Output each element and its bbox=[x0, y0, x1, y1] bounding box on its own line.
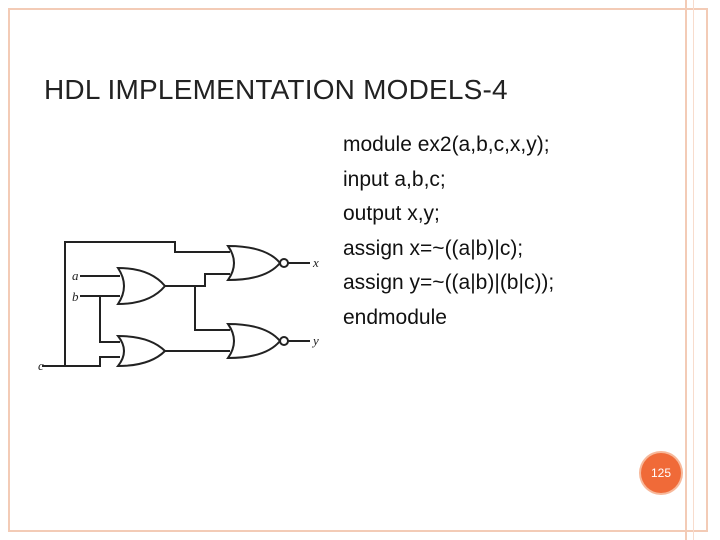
output-label-y: y bbox=[311, 333, 319, 348]
wire-c-to-nor-x bbox=[64, 241, 230, 366]
input-label-b: b bbox=[72, 289, 79, 304]
code-line: assign x=~((a|b)|c); bbox=[343, 236, 524, 260]
decorative-rule bbox=[693, 0, 694, 540]
code-line: output x,y; bbox=[343, 202, 440, 226]
slide-title: HDL IMPLEMENTATION MODELS-4 bbox=[44, 74, 508, 105]
input-label-c: c bbox=[38, 358, 44, 373]
or-gate-2 bbox=[115, 334, 167, 368]
code-line: input a,b,c; bbox=[343, 167, 446, 191]
decorative-rule bbox=[685, 0, 687, 540]
nor-gate-y bbox=[226, 322, 282, 360]
output-label-x: x bbox=[312, 255, 319, 270]
wire-c bbox=[42, 356, 120, 367]
code-line: endmodule bbox=[343, 305, 447, 329]
wire-or1-to-nor-y bbox=[194, 286, 230, 331]
code-block: module ex2(a,b,c,x,y); input a,b,c; outp… bbox=[343, 128, 554, 336]
page-number-badge: 125 bbox=[641, 453, 681, 493]
wire-b-to-or2 bbox=[99, 296, 120, 343]
logic-circuit-diagram: a b c x y bbox=[38, 241, 319, 373]
or-gate-1 bbox=[116, 266, 167, 306]
nor-gate-x bbox=[226, 244, 282, 282]
code-line: assign y=~((a|b)|(b|c)); bbox=[343, 271, 555, 295]
code-line: module ex2(a,b,c,x,y); bbox=[343, 133, 550, 156]
slide-border bbox=[8, 8, 708, 532]
wire-or1-to-nor-x bbox=[165, 273, 230, 287]
input-label-a: a bbox=[72, 268, 79, 283]
